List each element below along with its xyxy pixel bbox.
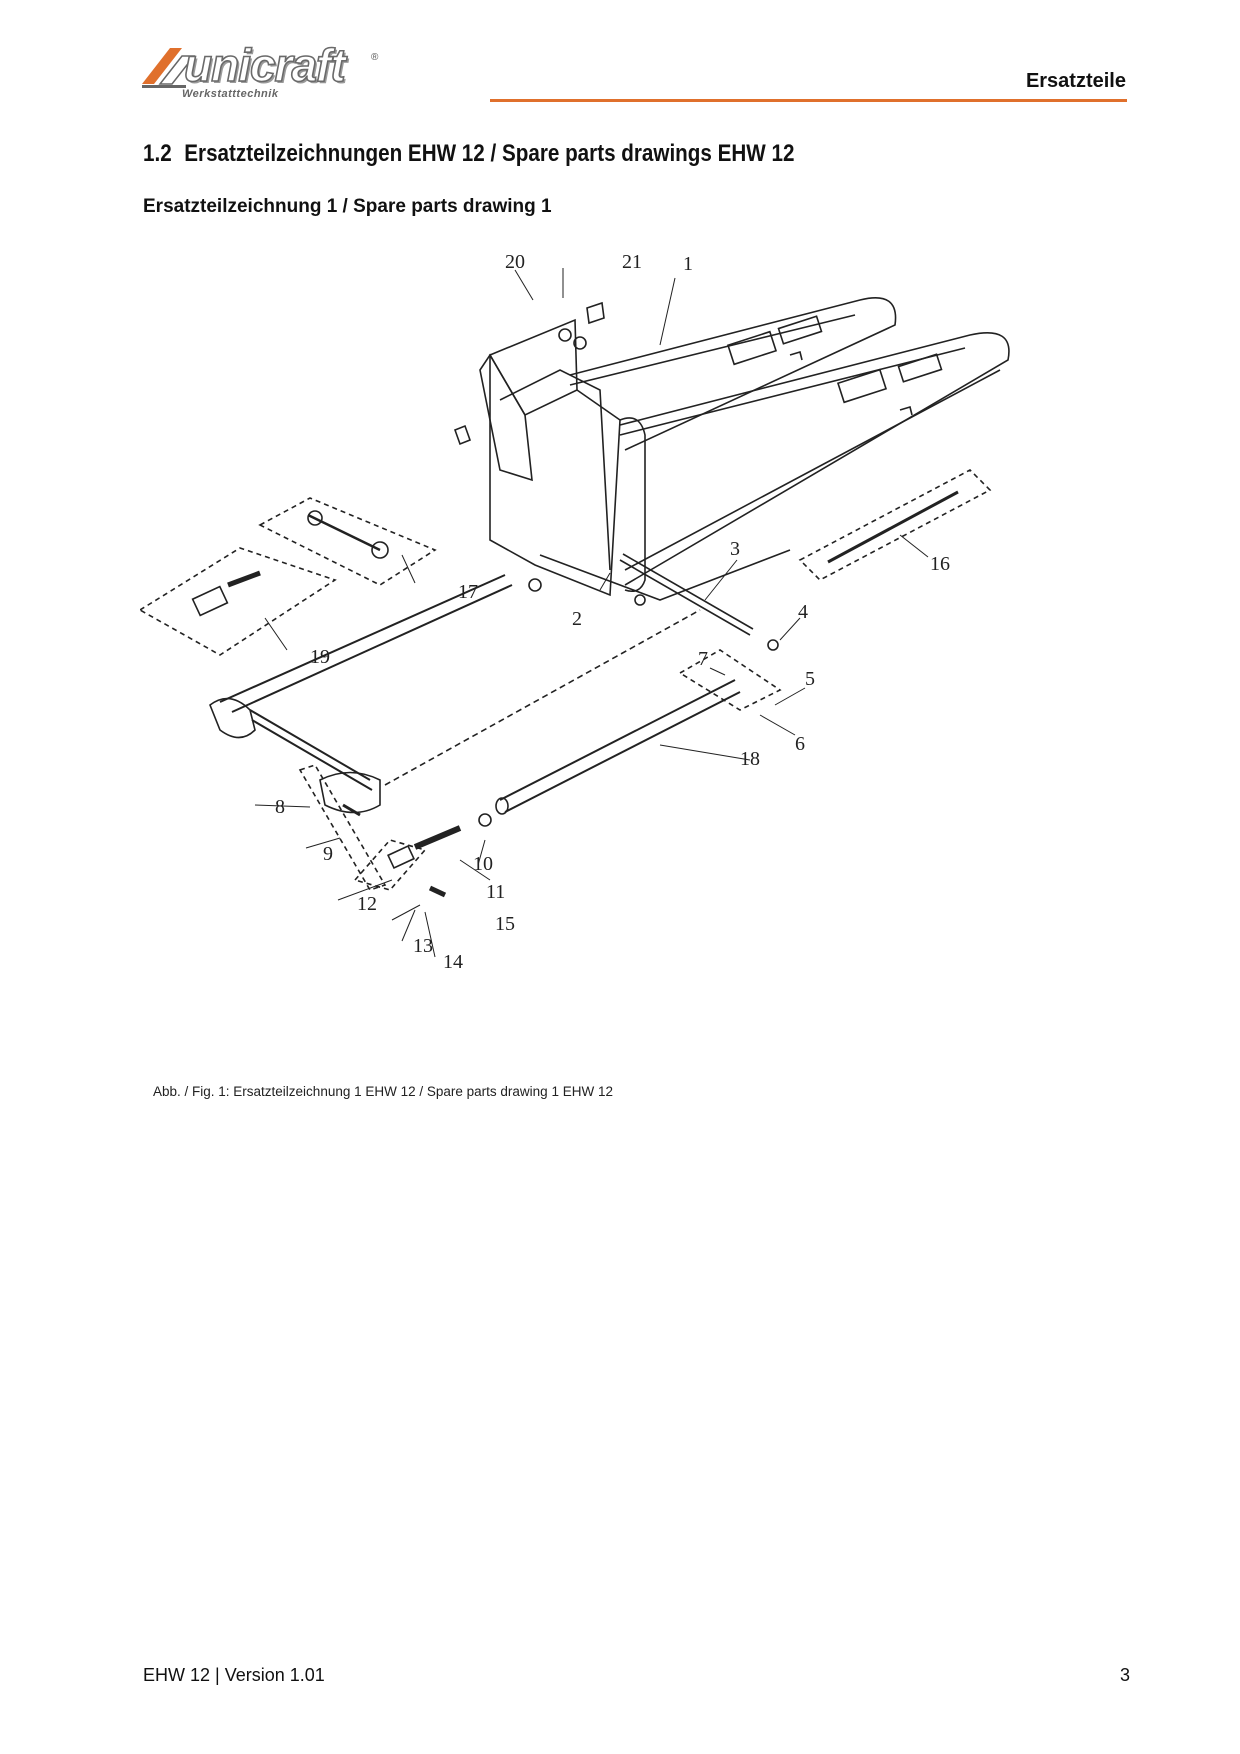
part-label: 10 <box>473 853 493 875</box>
linkage-box <box>258 497 437 586</box>
header-title: Ersatzteile <box>1025 70 1126 92</box>
part-label: 2 <box>572 608 582 630</box>
fork-frame-part <box>453 296 1010 606</box>
part-label: 9 <box>323 843 333 865</box>
clevis-box <box>140 547 337 656</box>
part-label: 6 <box>795 733 805 755</box>
spare-parts-drawing: 1 2 3 4 5 6 7 8 9 10 11 12 13 14 15 16 1… <box>140 251 1010 973</box>
footer-doc-version: EHW 12 | Version 1.01 <box>143 1665 325 1685</box>
part-label: 20 <box>505 251 525 273</box>
part-label: 1 <box>683 253 693 275</box>
adjuster-box <box>353 839 427 891</box>
figure-caption: Abb. / Fig. 1: Ersatzteilzeichnung 1 EHW… <box>153 1084 613 1099</box>
section-number: 1.2 <box>143 140 172 167</box>
subsection-title: Ersatzteilzeichnung 1 / Spare parts draw… <box>143 196 552 217</box>
tie-bar-part <box>219 574 506 703</box>
part-label: 19 <box>310 646 330 668</box>
pushrod-box <box>798 469 992 581</box>
unicraft-logo: unicraft ® Werkstatttechnik <box>140 38 380 104</box>
part-label: 12 <box>357 893 377 915</box>
part-label: 11 <box>486 881 505 903</box>
part-label: 17 <box>458 581 478 603</box>
part-label: 14 <box>443 951 463 973</box>
header-rule <box>490 99 1127 102</box>
logo-mark-icon <box>142 48 196 88</box>
logo-subtext: Werkstatttechnik <box>182 88 279 100</box>
part-label: 21 <box>622 251 642 273</box>
bushing-part <box>767 639 779 651</box>
registered-mark: ® <box>371 52 379 63</box>
section-title: 1.2 Ersatzteilzeichnungen EHW 12 / Spare … <box>143 140 794 168</box>
lift-bar-part <box>499 679 736 801</box>
bracket-part <box>586 301 605 325</box>
part-label: 15 <box>495 913 515 935</box>
section-title-text: Ersatzteilzeichnungen EHW 12 / Spare par… <box>184 140 795 167</box>
part-label: 5 <box>805 668 815 690</box>
part-label: 16 <box>930 553 950 575</box>
logo-wordmark: unicraft <box>183 38 346 92</box>
part-label: 4 <box>798 601 808 623</box>
part-label: 8 <box>275 796 285 818</box>
axle-part <box>619 559 751 636</box>
part-label: 7 <box>698 648 708 670</box>
part-label: 13 <box>413 935 433 957</box>
part-label: 18 <box>740 748 760 770</box>
part-label: 3 <box>730 538 740 560</box>
footer-page-number: 3 <box>1119 1665 1130 1685</box>
